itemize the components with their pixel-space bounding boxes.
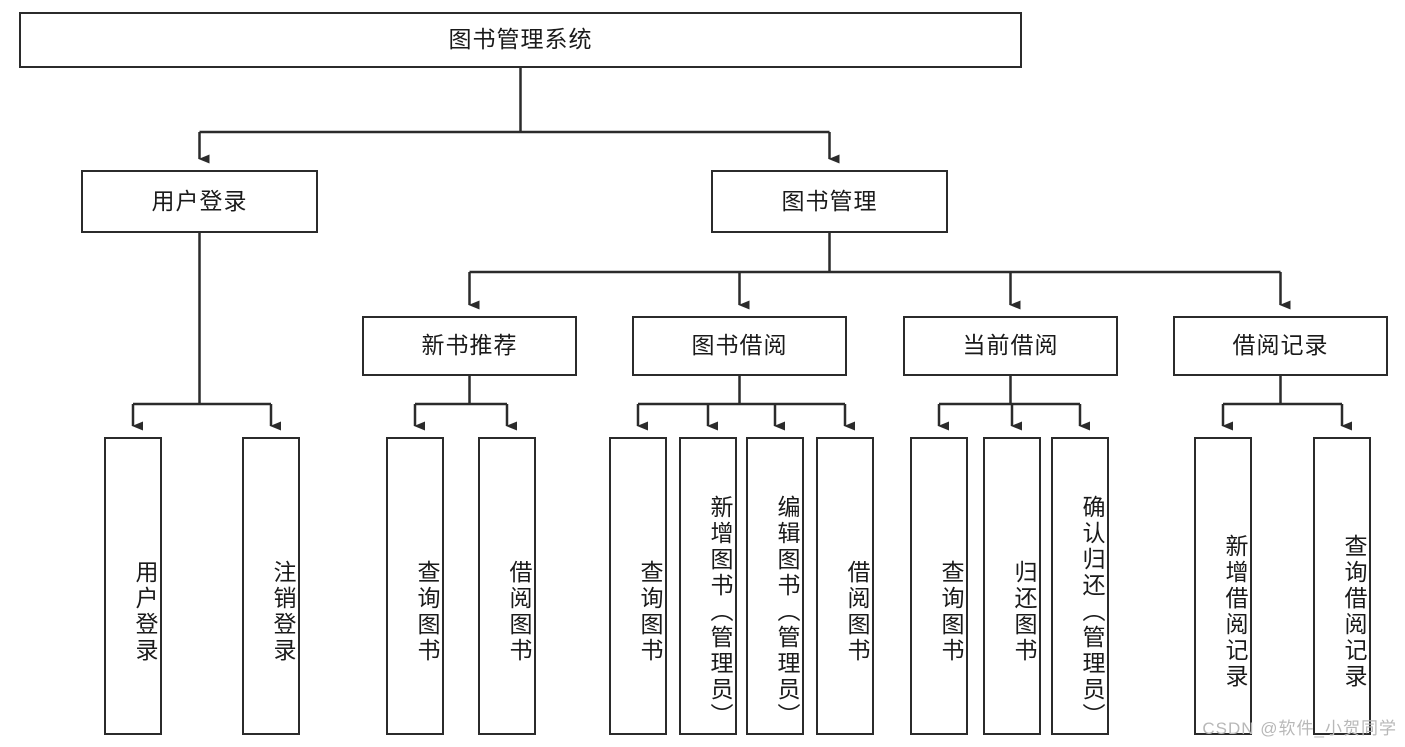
node-l1-manage[interactable]: 图书管理 [711,170,948,233]
node-l3-c1[interactable]: 查询图书 [609,437,667,735]
node-l3-b1[interactable]: 查询图书 [386,437,444,735]
node-label: 新增图书（管理员） [707,495,733,729]
node-l3-a2[interactable]: 注销登录 [242,437,300,735]
node-label: 借阅图书 [506,560,532,664]
node-label: 图书管理系统 [448,26,593,53]
node-label: 查询借阅记录 [1341,534,1367,690]
node-l3-b2[interactable]: 借阅图书 [478,437,536,735]
node-l3-c3[interactable]: 编辑图书（管理员） [746,437,804,735]
node-label: 图书管理 [781,187,878,214]
node-l3-c4[interactable]: 借阅图书 [816,437,874,735]
node-l2-current[interactable]: 当前借阅 [903,316,1118,376]
node-l3-a1[interactable]: 用户登录 [104,437,162,735]
node-l3-d3[interactable]: 确认归还（管理员） [1051,437,1109,735]
node-l1-login[interactable]: 用户登录 [81,170,318,233]
node-label: 借阅图书 [844,560,870,664]
node-label: 查询图书 [414,560,440,664]
node-l2-newbook[interactable]: 新书推荐 [362,316,577,376]
node-label: 新增借阅记录 [1222,534,1248,690]
watermark-text: CSDN @软件_小贺同学 [1202,719,1397,738]
node-label: 查询图书 [637,560,663,664]
node-label: 图书借阅 [691,332,788,359]
node-label: 用户登录 [132,560,158,664]
node-l2-borrow[interactable]: 图书借阅 [632,316,847,376]
node-l2-record[interactable]: 借阅记录 [1173,316,1388,376]
node-l3-e2[interactable]: 查询借阅记录 [1313,437,1371,735]
node-label: 当前借阅 [962,332,1059,359]
node-label: 编辑图书（管理员） [774,495,800,729]
node-label: 确认归还（管理员） [1079,495,1105,729]
node-label: 用户登录 [151,187,248,214]
node-label: 归还图书 [1011,560,1037,664]
node-l3-d1[interactable]: 查询图书 [910,437,968,735]
node-label: 注销登录 [270,560,296,664]
node-label: 查询图书 [938,560,964,664]
node-l3-e1[interactable]: 新增借阅记录 [1194,437,1252,735]
node-root[interactable]: 图书管理系统 [19,12,1022,68]
node-label: 新书推荐 [421,332,518,359]
node-label: 借阅记录 [1232,332,1329,359]
node-l3-d2[interactable]: 归还图书 [983,437,1041,735]
node-l3-c2[interactable]: 新增图书（管理员） [679,437,737,735]
